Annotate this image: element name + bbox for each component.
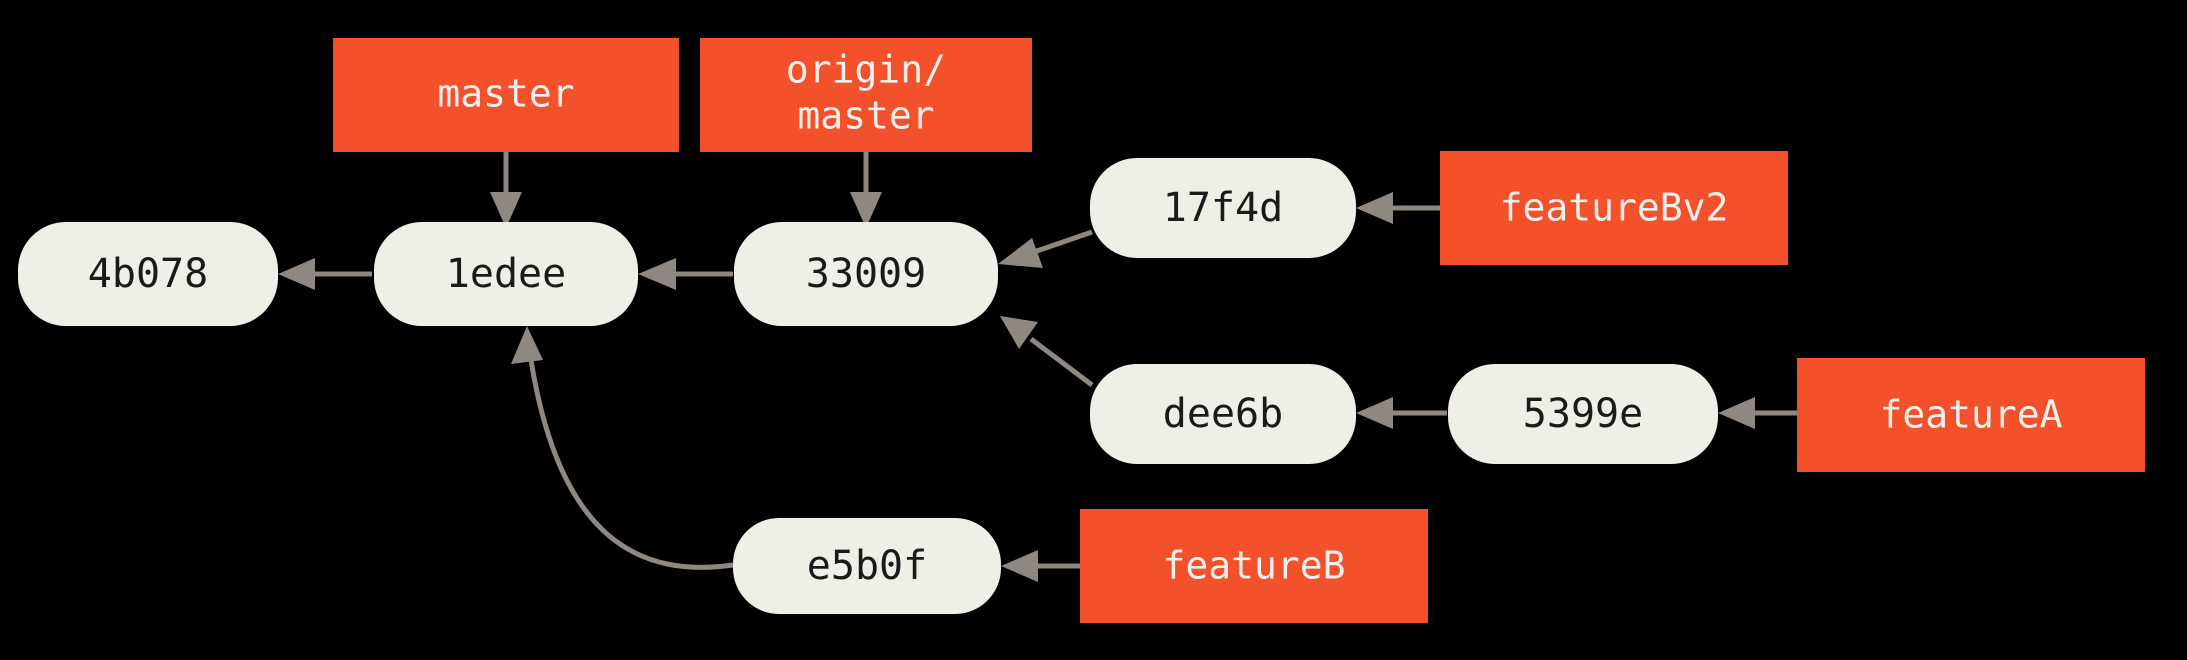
edge-5399e-to-dee6b xyxy=(1356,397,1447,429)
commit-node-e5b0f[interactable]: e5b0f xyxy=(733,518,1001,614)
branch-text-featureBv2: featureBv2 xyxy=(1500,186,1729,230)
edge-featureBv2-to-17f4d xyxy=(1356,192,1440,224)
edge-e5b0f-to-1edee xyxy=(511,326,734,570)
edge-master-to-1edee xyxy=(490,152,522,228)
commit-label-dee6b: dee6b xyxy=(1163,391,1283,437)
edge-layer xyxy=(278,152,1797,582)
commit-label-1edee: 1edee xyxy=(446,251,566,297)
commit-node-17f4d[interactable]: 17f4d xyxy=(1090,158,1356,258)
commit-node-4b078[interactable]: 4b078 xyxy=(18,222,278,326)
branch-layer: master origin/ master featureBv2 feature… xyxy=(333,38,2145,623)
commit-node-1edee[interactable]: 1edee xyxy=(374,222,638,326)
branch-text-featureB: featureB xyxy=(1162,544,1345,588)
edge-origin-master-to-33009 xyxy=(850,152,882,228)
branch-label-origin-master[interactable]: origin/ master xyxy=(700,38,1032,152)
edge-1edee-to-4b078 xyxy=(278,258,372,290)
commit-node-33009[interactable]: 33009 xyxy=(734,222,998,326)
commit-label-4b078: 4b078 xyxy=(88,251,208,297)
edge-featureB-to-e5b0f xyxy=(1001,550,1080,582)
branch-text-origin-master-line2: master xyxy=(797,94,934,138)
branch-label-featureBv2[interactable]: featureBv2 xyxy=(1440,151,1788,265)
commit-label-5399e: 5399e xyxy=(1523,391,1643,437)
commit-layer: 4b078 1edee 33009 17f4d dee6b 5399e xyxy=(18,158,1718,614)
branch-text-featureA: featureA xyxy=(1879,393,2062,437)
commit-node-dee6b[interactable]: dee6b xyxy=(1090,364,1356,464)
commit-label-17f4d: 17f4d xyxy=(1163,185,1283,231)
branch-text-master: master xyxy=(437,72,574,116)
branch-label-featureB[interactable]: featureB xyxy=(1080,509,1428,623)
edge-featureA-to-5399e xyxy=(1718,397,1797,429)
edge-dee6b-to-33009 xyxy=(1000,316,1094,387)
edge-33009-to-1edee xyxy=(638,258,733,290)
branch-text-origin-master-line1: origin/ xyxy=(786,48,946,92)
branch-label-featureA[interactable]: featureA xyxy=(1797,358,2145,472)
commit-label-33009: 33009 xyxy=(806,251,926,297)
commit-label-e5b0f: e5b0f xyxy=(807,543,927,589)
edge-17f4d-to-33009 xyxy=(998,229,1093,268)
commit-node-5399e[interactable]: 5399e xyxy=(1448,364,1718,464)
branch-label-master[interactable]: master xyxy=(333,38,679,152)
